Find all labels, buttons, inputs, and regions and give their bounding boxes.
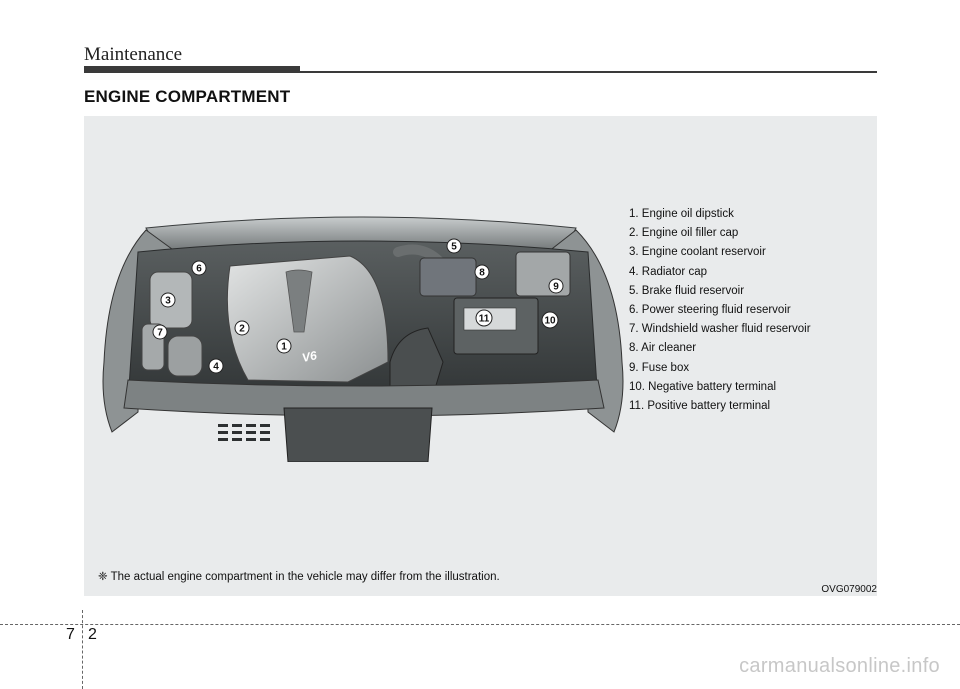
section-title: ENGINE COMPARTMENT [84, 87, 291, 106]
engine-badge: V6 [301, 348, 319, 365]
callout-9: 9 [548, 278, 564, 294]
legend-item: 9. Fuse box [629, 361, 690, 374]
running-header: Maintenance [84, 44, 183, 65]
legend-item: 2. Engine oil filler cap [629, 227, 739, 240]
page-number: 2 [88, 626, 97, 643]
svg-text:9: 9 [553, 282, 559, 293]
legend-item: 4. Radiator cap [629, 265, 707, 278]
svg-text:6: 6 [196, 264, 202, 275]
svg-text:1: 1 [281, 342, 287, 353]
legend-item: 6. Power steering fluid reservoir [629, 303, 791, 316]
svg-text:3: 3 [165, 296, 171, 307]
svg-text:2: 2 [239, 324, 245, 335]
watermark: carmanualsonline.info [739, 655, 940, 677]
legend-item: 1. Engine oil dipstick [629, 208, 734, 220]
callout-4: 4 [208, 358, 224, 374]
callout-6: 6 [191, 260, 207, 276]
legend-item: 5. Brake fluid reservoir [629, 284, 745, 297]
callout-5: 5 [446, 238, 462, 254]
callout-2: 2 [234, 320, 250, 336]
svg-text:4: 4 [213, 362, 219, 373]
svg-text:8: 8 [479, 268, 485, 279]
figure-code: OVG079002 [821, 584, 877, 595]
callout-8: 8 [474, 264, 490, 280]
legend-item: 11. Positive battery terminal [629, 399, 771, 412]
callout-10: 10 [541, 311, 559, 329]
svg-text:10: 10 [544, 316, 556, 327]
header-rule-thin [300, 71, 877, 73]
callout-11: 11 [475, 309, 493, 327]
parts-legend: 1. Engine oil dipstick 2. Engine oil fil… [629, 205, 811, 416]
engine-illustration: V6 1 2 3 4 5 6 7 8 9 10 11 [102, 216, 624, 462]
footer-divider [0, 624, 960, 625]
callout-1: 1 [276, 338, 292, 354]
legend-item: 3. Engine coolant reservoir [629, 246, 766, 259]
figure-panel: V6 1 2 3 4 5 6 7 8 9 10 11 [84, 116, 877, 596]
legend-item: 7. Windshield washer fluid reservoir [629, 323, 811, 336]
svg-text:11: 11 [479, 314, 490, 325]
header-rule-thick [84, 66, 300, 73]
legend-item: 8. Air cleaner [629, 342, 697, 355]
legend-item: 10. Negative battery terminal [629, 380, 777, 393]
svg-text:7: 7 [157, 328, 163, 339]
callout-3: 3 [160, 292, 176, 308]
chapter-number: 7 [66, 626, 75, 643]
callout-7: 7 [152, 324, 168, 340]
illustration-note: ❈ The actual engine compartment in the v… [98, 571, 500, 583]
svg-text:5: 5 [451, 242, 457, 253]
footer-vertical-divider [82, 610, 83, 689]
